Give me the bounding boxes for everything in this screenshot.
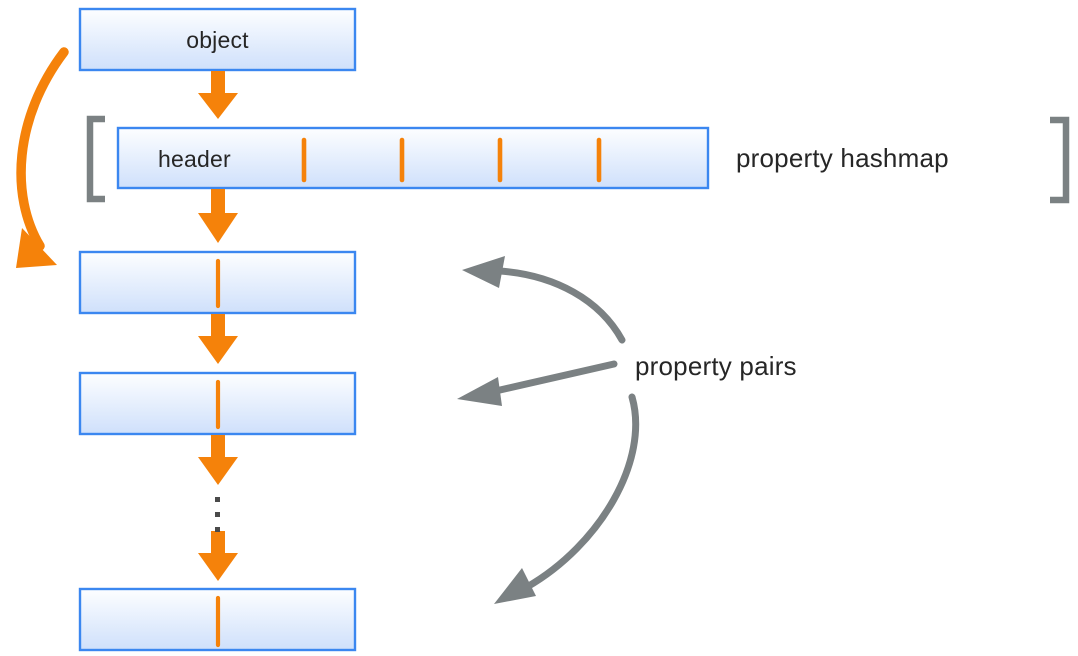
annotation-property-pairs: property pairs: [635, 351, 797, 381]
pair-1-box-hit[interactable]: [80, 252, 355, 313]
arrow-object-to-pair-1-curve: [16, 47, 69, 268]
orange-arrows: [198, 71, 238, 581]
arrow-header-to-pair-1: [198, 189, 238, 243]
box-header[interactable]: [116, 126, 710, 190]
arrow-ellipsis-to-pair-n: [198, 531, 238, 581]
box-pair-1[interactable]: [78, 250, 357, 315]
header-box-hit[interactable]: [118, 128, 708, 188]
callout-arrow-bottom: [494, 393, 640, 604]
callout-arrow-top: [462, 256, 626, 344]
property-pairs-callouts: [457, 256, 640, 604]
arrow-object-to-header: [198, 71, 238, 119]
callout-arrow-middle: [457, 360, 618, 406]
box-pair-2[interactable]: [78, 371, 357, 436]
box-pair-n[interactable]: [78, 587, 357, 652]
bracket-right: [1050, 116, 1070, 204]
box-header-label: header: [158, 146, 231, 172]
pair-n-box-hit[interactable]: [80, 589, 355, 650]
hashmap-slot-dividers: [301, 137, 602, 183]
bracket-left: [86, 115, 105, 203]
pair-2-box-hit[interactable]: [80, 373, 355, 434]
object-box-hit[interactable]: [80, 9, 355, 70]
arrow-pair-1-to-pair-2: [198, 314, 238, 364]
arrow-pair-2-to-ellipsis: [198, 435, 238, 485]
box-object-label: object: [186, 27, 249, 53]
annotation-property-hashmap: property hashmap: [736, 143, 949, 173]
box-object[interactable]: [78, 7, 357, 72]
vertical-ellipsis-dots: [215, 497, 220, 532]
